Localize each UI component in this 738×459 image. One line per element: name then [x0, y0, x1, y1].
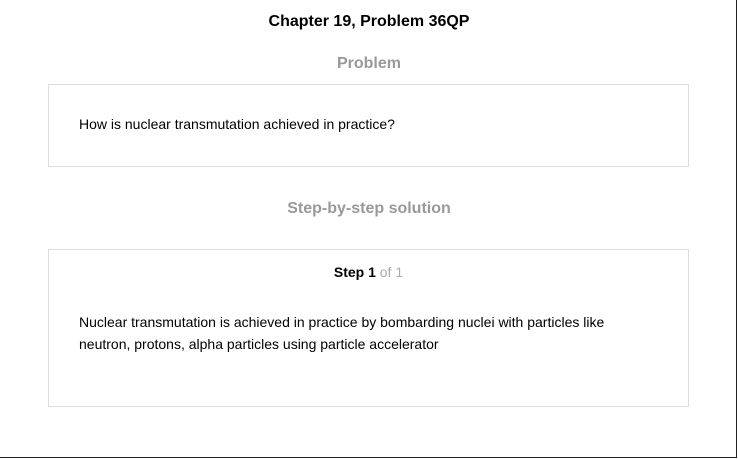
step-label: Step 1 of 1: [49, 263, 688, 281]
step-card: Step 1 of 1 Nuclear transmutation is ach…: [48, 249, 689, 407]
problem-text: How is nuclear transmutation achieved in…: [79, 116, 395, 132]
step-total: of 1: [379, 264, 404, 280]
step-number: Step 1: [333, 264, 376, 280]
chapter-title: Chapter 19, Problem 36QP: [268, 13, 470, 30]
problem-heading: Problem: [336, 55, 401, 72]
problem-card: How is nuclear transmutation achieved in…: [48, 84, 689, 167]
solution-text: Nuclear transmutation is achieved in pra…: [79, 314, 605, 352]
solution-heading: Step-by-step solution: [287, 200, 451, 217]
